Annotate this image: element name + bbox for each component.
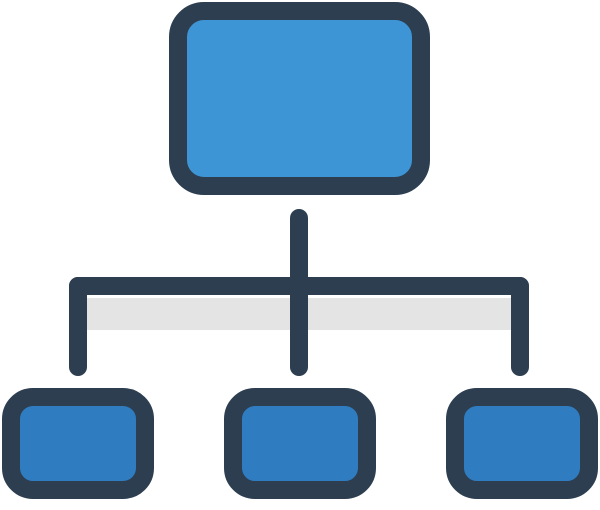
child-node-box-right [446,388,598,499]
connector-lines [69,209,529,376]
child-node-box-left [2,388,154,499]
parent-node-box [169,2,430,195]
child-node-box-center [224,388,376,499]
